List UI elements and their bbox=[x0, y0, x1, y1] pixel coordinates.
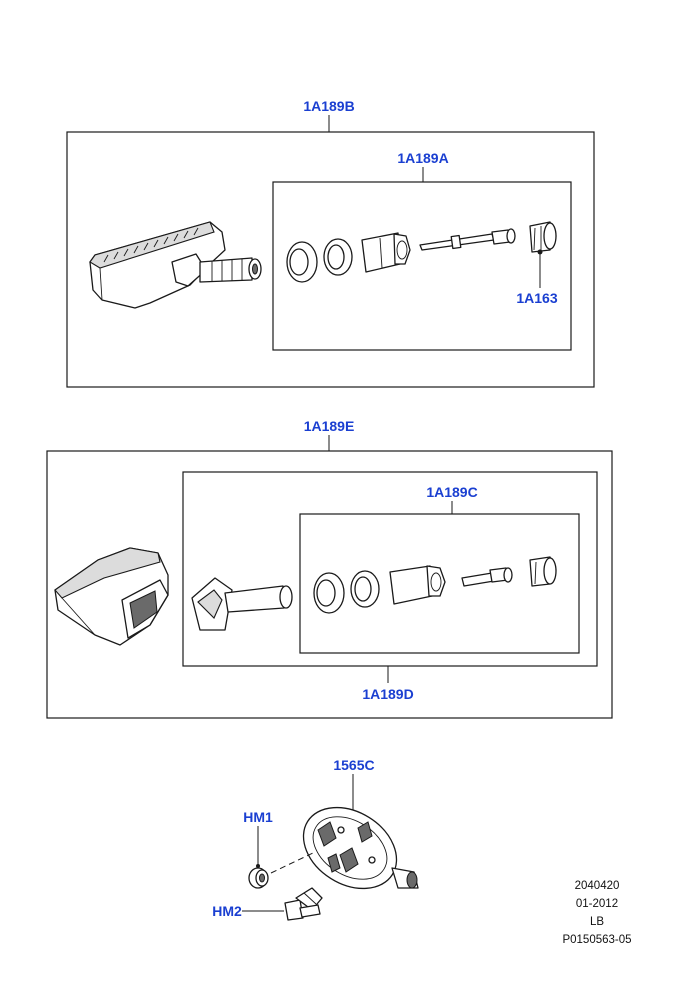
hm1-push-pin bbox=[248, 867, 269, 889]
seal-ring-c1 bbox=[313, 572, 345, 614]
reference-block: 2040420 01-2012 LB P0150563-05 bbox=[562, 880, 631, 946]
callout-1a189b[interactable]: 1A189B bbox=[303, 98, 354, 114]
kit-box-1a189c bbox=[299, 513, 580, 654]
sensor-ribs bbox=[103, 227, 199, 263]
kit-box-1a189e bbox=[46, 450, 613, 719]
tpms-sensor-a bbox=[89, 221, 262, 309]
group-1a189b: 1A189B 1A189A bbox=[66, 98, 595, 388]
seal-ring-a2 bbox=[323, 238, 353, 276]
callout-hm1[interactable]: HM1 bbox=[243, 809, 273, 825]
callout-hm2[interactable]: HM2 bbox=[212, 903, 242, 919]
ref-line-3: LB bbox=[590, 916, 604, 928]
callout-1a189a[interactable]: 1A189A bbox=[397, 150, 448, 166]
callout-1a189d[interactable]: 1A189D bbox=[362, 686, 413, 702]
tpms-sensor-body-e bbox=[54, 547, 169, 646]
callout-1565c[interactable]: 1565C bbox=[333, 757, 374, 773]
hm2-clip bbox=[284, 887, 323, 921]
kit-box-1a189a bbox=[272, 181, 572, 351]
valve-core-a bbox=[419, 228, 516, 251]
ref-line-2: 01-2012 bbox=[576, 898, 618, 910]
ref-line-4: P0150563-05 bbox=[562, 934, 631, 946]
valve-cap-c bbox=[529, 556, 557, 587]
kit-box-1a189d bbox=[182, 471, 598, 667]
seal-ring-a1 bbox=[286, 241, 318, 283]
mounting-bracket bbox=[302, 806, 419, 890]
callout-1a189c[interactable]: 1A189C bbox=[426, 484, 477, 500]
group-1565c: 1565C HM1 HM2 bbox=[212, 757, 419, 921]
callout-1a189e[interactable]: 1A189E bbox=[304, 418, 355, 434]
group-1a189e: 1A189E 1A189C bbox=[46, 418, 613, 719]
ref-line-1: 2040420 bbox=[575, 880, 620, 892]
valve-cap-a bbox=[529, 221, 557, 253]
hex-nut-a bbox=[361, 232, 411, 273]
valve-core-c bbox=[461, 567, 513, 587]
callout-1a163[interactable]: 1A163 bbox=[516, 290, 557, 306]
valve-stem-e bbox=[191, 577, 293, 631]
seal-ring-c2 bbox=[350, 570, 380, 608]
kit-box-1a189b bbox=[66, 131, 595, 388]
hex-nut-c bbox=[389, 565, 446, 605]
